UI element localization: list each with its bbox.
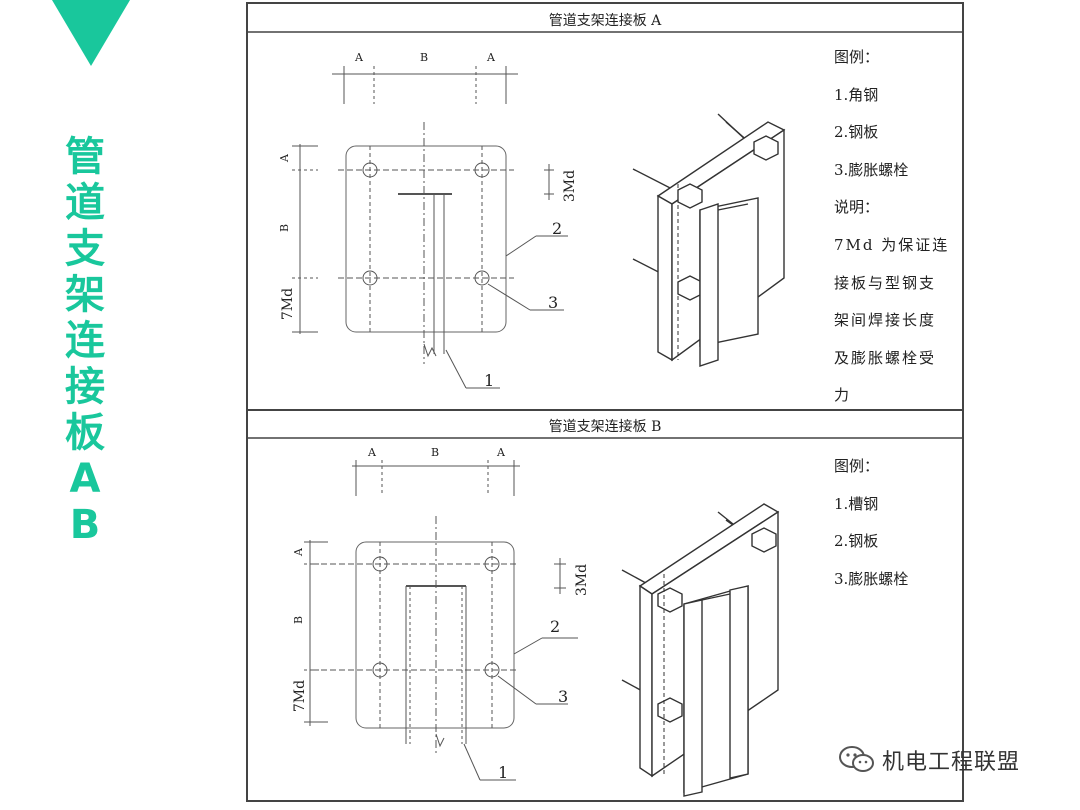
isometric-view-b [621, 503, 780, 797]
watermark: 机电工程联盟 [838, 744, 1020, 776]
legend-item: 3.膨胀螺栓 [834, 569, 909, 588]
decor-triangle [52, 0, 130, 66]
drawing-svg: A B A A B 7Md 3Md 2 3 1 [248, 31, 962, 797]
dim-label: 7Md [292, 680, 308, 712]
legend-item: 1.槽钢 [834, 494, 879, 513]
title-char: 道 [65, 180, 105, 226]
title-char: 连 [65, 318, 105, 364]
note-line: 架间焊接长度 [834, 311, 937, 330]
callout-1: 1 [484, 371, 494, 390]
callout-1: 1 [498, 763, 508, 782]
title-char: 板 [65, 410, 105, 456]
section-a-title: 管道支架连接板 A [548, 13, 662, 29]
vertical-title: 管 道 支 架 连 接 板 A B [60, 134, 110, 548]
dim-label: A [278, 153, 291, 163]
dim-label: 3Md [574, 564, 590, 596]
plan-view-b [304, 460, 578, 781]
legend-b: 图例： 1.槽钢 2.钢板 3.膨胀螺栓 [834, 448, 908, 598]
title-char: 支 [65, 226, 105, 272]
isometric-view-a [632, 113, 786, 367]
title-char: 架 [65, 272, 105, 318]
title-char: B [69, 502, 101, 548]
dim-label: 7Md [280, 288, 296, 320]
plan-view-a [292, 66, 568, 389]
legend-head: 图例： [834, 48, 880, 66]
callout-2: 2 [550, 617, 560, 636]
legend-head: 图例： [834, 457, 880, 475]
dim-label: A [496, 446, 506, 459]
dim-label: A [367, 446, 377, 459]
title-char: 管 [65, 134, 105, 180]
wechat-icon [839, 746, 874, 772]
section-b-title: 管道支架连接板 B [548, 419, 662, 435]
legend-a: 图例： 1.角钢 2.钢板 3.膨胀螺栓 说明： 7Md 为保证连 接板与型钢支… [834, 39, 949, 415]
callout-3: 3 [558, 687, 568, 706]
dim-label: 3Md [562, 170, 578, 202]
legend-item: 2.钢板 [834, 123, 879, 142]
note-line: 力 [834, 386, 850, 405]
dim-label: B [431, 446, 439, 459]
note-line: 及膨胀螺栓受 [834, 348, 937, 367]
callout-2: 2 [552, 219, 562, 238]
title-char: 接 [65, 364, 105, 410]
legend-item: 2.钢板 [834, 532, 879, 551]
dim-label: A [292, 547, 305, 557]
legend-item: 3.膨胀螺栓 [834, 160, 909, 179]
dim-label: B [292, 616, 305, 624]
title-char: A [69, 456, 101, 502]
dim-label: A [486, 51, 496, 64]
watermark-text: 机电工程联盟 [882, 750, 1021, 775]
note-line: 7Md 为保证连 [834, 235, 950, 254]
callout-3: 3 [548, 293, 558, 312]
legend-item: 1.角钢 [834, 85, 879, 104]
note-line: 接板与型钢支 [834, 273, 937, 292]
note-head: 说明： [834, 198, 880, 217]
dim-label: B [278, 224, 291, 232]
dim-label: B [420, 51, 428, 64]
drawing-sheet: A B A A B 7Md 3Md 2 3 1 [246, 2, 964, 802]
dim-label: A [354, 51, 364, 64]
